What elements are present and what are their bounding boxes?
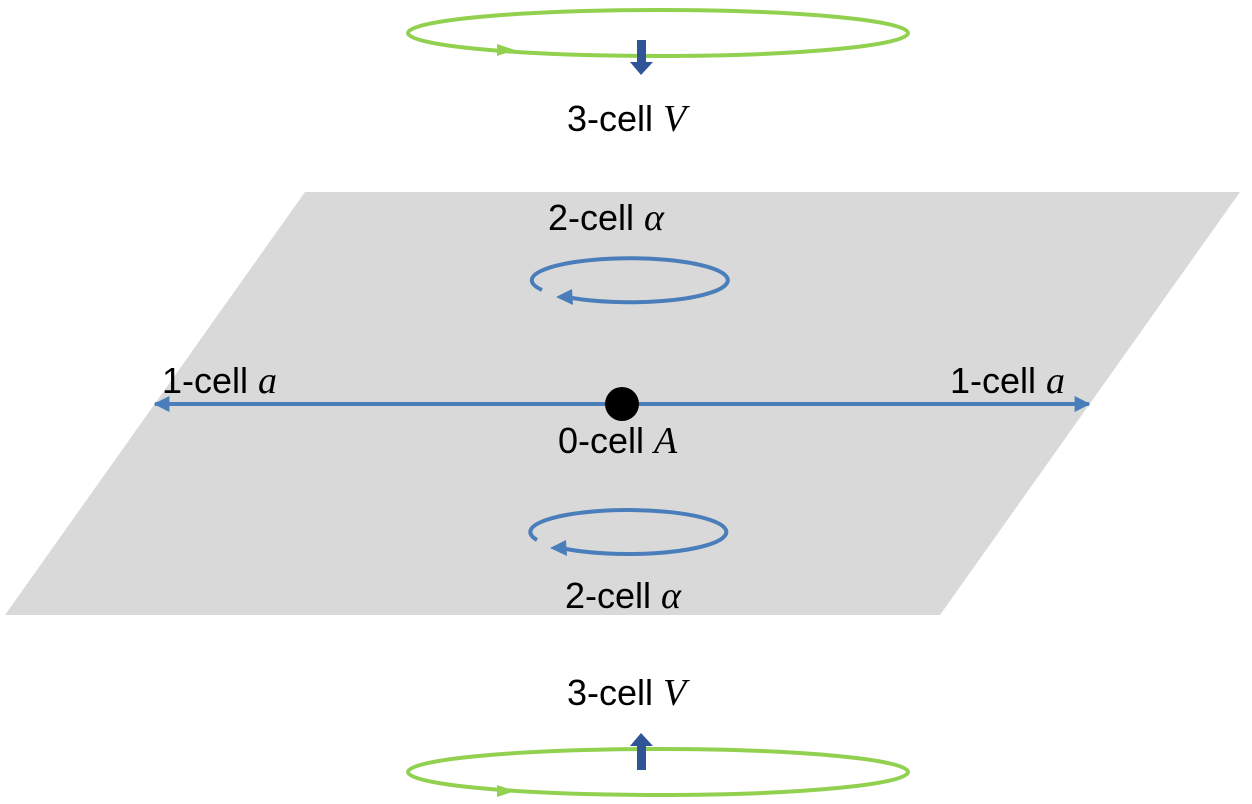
lower-face-loop xyxy=(528,508,729,557)
left-edge-label: 1-cell a xyxy=(162,360,277,402)
top-volume-label: 3-cell V xyxy=(567,98,690,140)
right-edge-label: 1-cell a xyxy=(950,360,1065,402)
lower-face-label: 2-cell α xyxy=(565,575,682,617)
upper-face-arrow-icon xyxy=(556,289,573,305)
vertex-label: 0-cell A xyxy=(558,420,678,462)
top-down-arrow-icon xyxy=(630,40,653,75)
upper-face-label: 2-cell α xyxy=(548,197,665,239)
upper-face-loop xyxy=(529,256,730,305)
top-volume-loop xyxy=(406,8,910,58)
top-loop-arrow-icon xyxy=(497,44,515,56)
lower-face-arrow-icon xyxy=(550,540,567,556)
bottom-up-arrow-icon xyxy=(630,733,653,770)
bottom-volume-label: 3-cell V xyxy=(567,672,690,714)
vertex-point xyxy=(605,387,639,421)
bottom-volume-loop xyxy=(406,747,910,797)
bottom-loop-arrow-icon xyxy=(497,785,515,797)
